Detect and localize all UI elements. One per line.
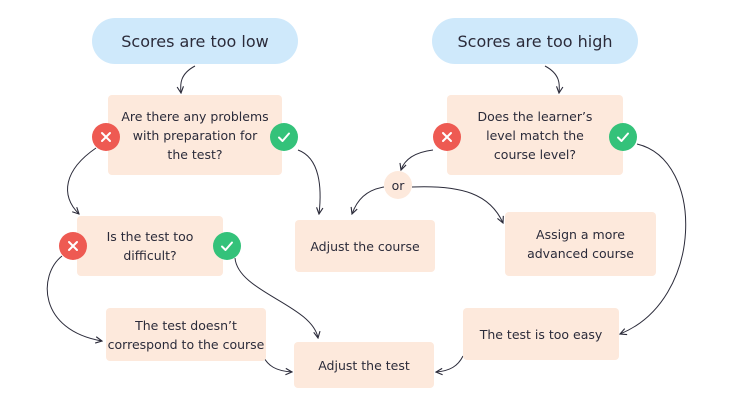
connector-title-right — [544, 65, 559, 93]
check-icon — [221, 241, 233, 251]
yes-badge-preparation — [270, 123, 298, 151]
difficulty-question-box: Is the test too difficult? — [77, 216, 223, 276]
yes-badge-difficulty — [213, 232, 241, 260]
or-bubble: or — [384, 171, 412, 199]
connector-prep-no — [67, 147, 97, 214]
connector-or-to-advanced — [411, 186, 503, 223]
cross-icon — [442, 132, 452, 142]
connector-level-no — [401, 149, 434, 170]
cross-icon — [68, 241, 78, 251]
connector-title-left — [181, 65, 196, 93]
connector-difficulty-no — [46, 255, 102, 341]
cross-icon — [101, 132, 111, 142]
level-question-box: Does the learner’s level match the cours… — [447, 95, 623, 175]
preparation-question-box: Are there any problems with preparation … — [108, 95, 282, 175]
title-scores-too-low: Scores are too low — [92, 18, 298, 64]
no-badge-preparation — [92, 123, 120, 151]
adjust-test-box: Adjust the test — [294, 342, 434, 388]
connector-too-easy-to-test — [436, 355, 464, 372]
advanced-course-box: Assign a more advanced course — [505, 212, 656, 276]
connector-mismatch-to-test — [262, 355, 292, 372]
check-icon — [617, 132, 629, 142]
no-badge-difficulty — [59, 232, 87, 260]
check-icon — [278, 132, 290, 142]
no-badge-level — [433, 123, 461, 151]
yes-badge-level — [609, 123, 637, 151]
adjust-course-box: Adjust the course — [295, 220, 435, 272]
connector-difficulty-yes — [234, 257, 318, 338]
title-scores-too-high: Scores are too high — [432, 18, 638, 64]
too-easy-outcome-box: The test is too easy — [463, 308, 619, 360]
connector-prep-yes — [297, 149, 320, 214]
mismatch-outcome-box: The test doesn’t correspond to the cours… — [106, 308, 266, 361]
connector-or-to-course — [352, 186, 385, 214]
connector-level-yes — [620, 143, 687, 334]
